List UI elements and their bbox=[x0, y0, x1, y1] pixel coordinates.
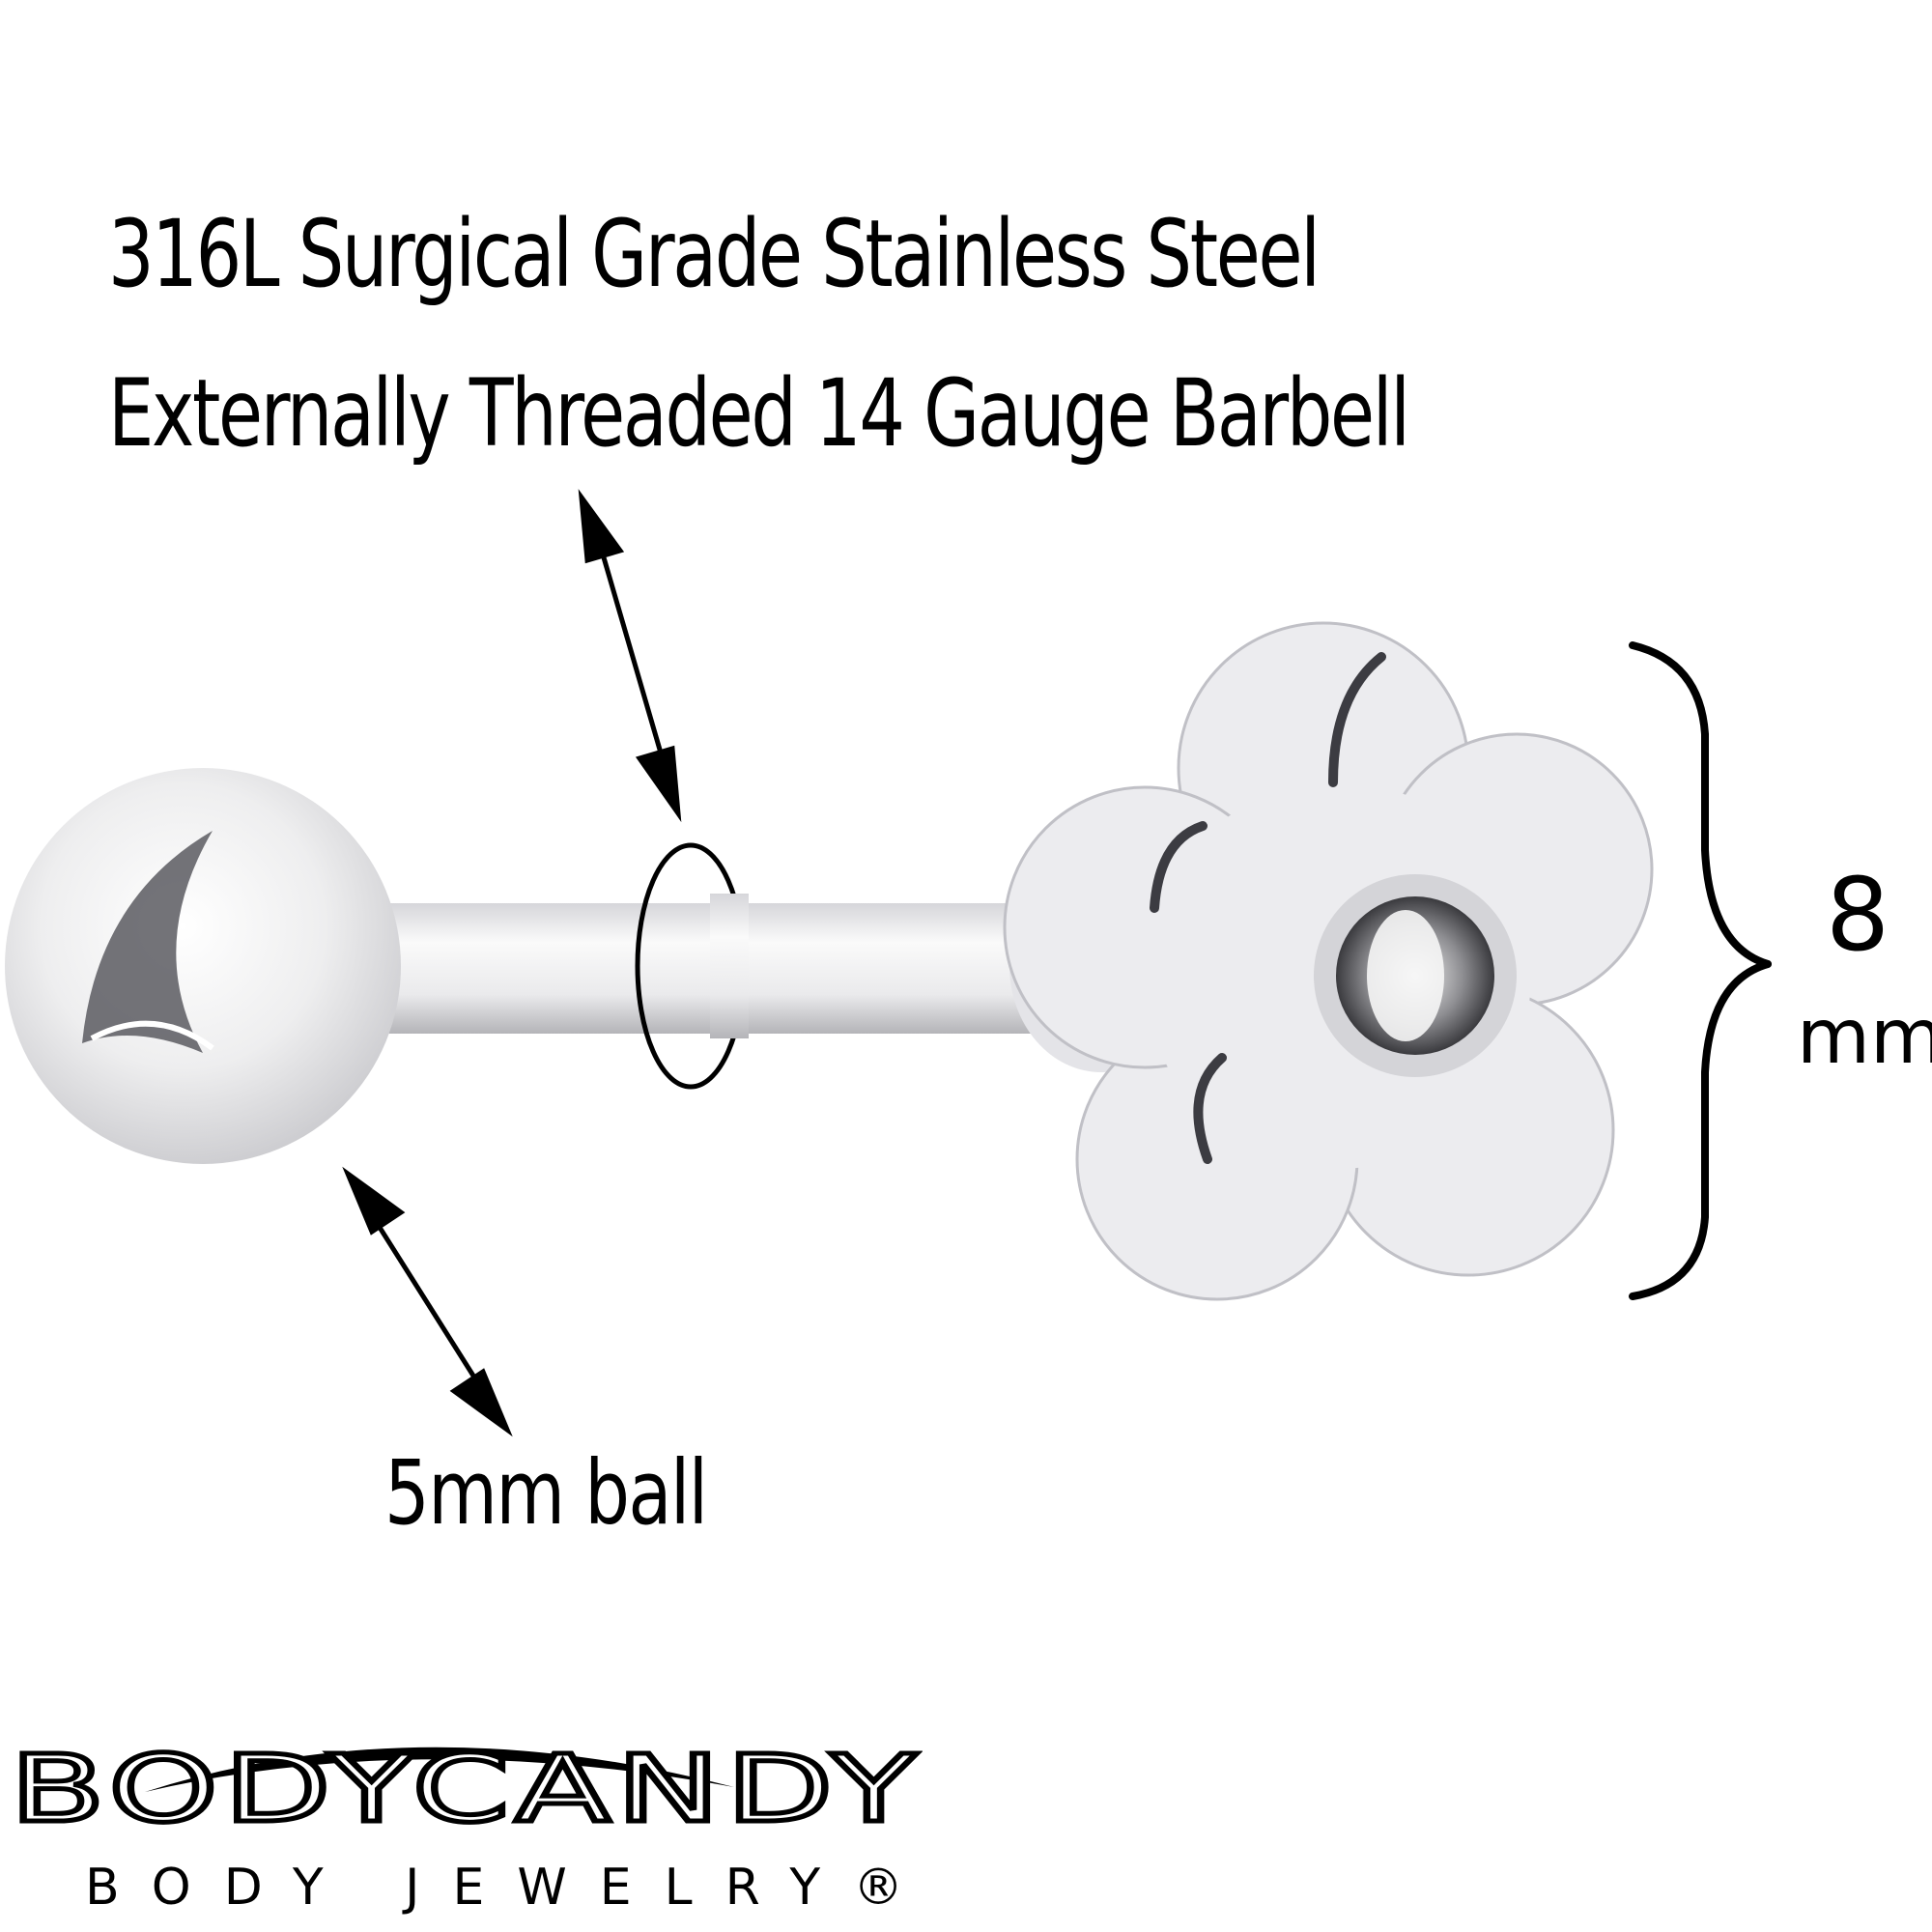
ball-end bbox=[5, 768, 401, 1164]
gauge-ring bbox=[635, 842, 749, 1090]
bodycandy-logo: BODYCANDY BODY JEWELRY® bbox=[0, 1729, 920, 1932]
barbell-shaft bbox=[290, 903, 1053, 1034]
ball-diameter-arrow bbox=[342, 1166, 513, 1437]
flower-end bbox=[1003, 621, 1654, 1301]
logo-tagline: BODY JEWELRY® bbox=[85, 1859, 937, 1917]
logo-brand-name: BODYCANDY bbox=[6, 1735, 923, 1843]
flower-size-unit: mm bbox=[1797, 994, 1932, 1081]
logo-swoosh bbox=[145, 1747, 734, 1792]
gauge-arrow bbox=[578, 489, 682, 823]
material-spec-text: 316L Surgical Grade Stainless Steel bbox=[108, 200, 1321, 308]
barbell-spec-text: Externally Threaded 14 Gauge Barbell bbox=[108, 359, 1410, 468]
size-brace bbox=[1629, 641, 1772, 1300]
ball-size-label: 5mm ball bbox=[384, 1441, 708, 1545]
flower-size-value: 8 bbox=[1826, 856, 1890, 974]
